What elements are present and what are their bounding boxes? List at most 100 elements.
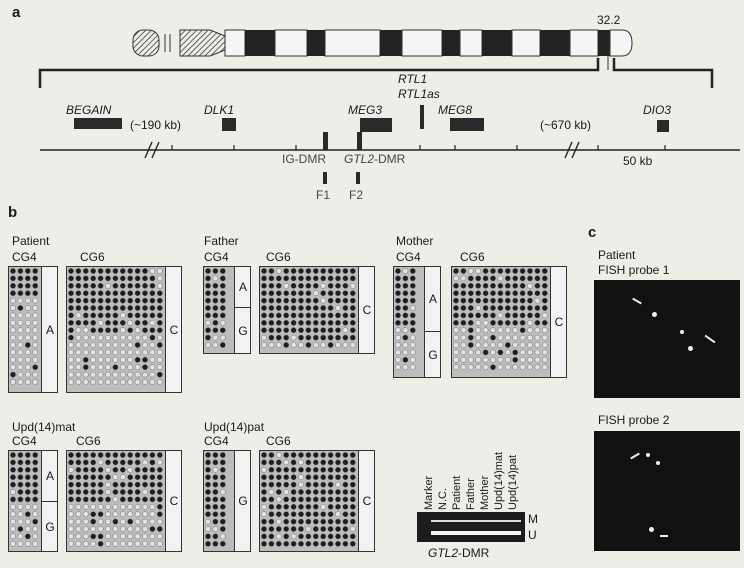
unmethylated-cpg — [105, 534, 110, 539]
methylated-cpg — [335, 328, 340, 333]
unmethylated-cpg — [213, 342, 218, 347]
unmethylated-cpg — [98, 379, 103, 384]
methylated-cpg — [150, 497, 155, 502]
methylated-cpg — [150, 298, 155, 303]
methylated-cpg — [91, 313, 96, 318]
unmethylated-cpg — [498, 313, 503, 318]
gene-box-meg8 — [450, 118, 484, 131]
methylated-cpg — [395, 283, 400, 288]
unmethylated-cpg — [68, 526, 73, 531]
methylated-cpg — [98, 489, 103, 494]
methylated-cpg — [68, 482, 73, 487]
unmethylated-cpg — [98, 357, 103, 362]
methylated-cpg — [468, 328, 473, 333]
fish-signal — [646, 453, 650, 457]
methylated-cpg — [321, 541, 326, 546]
methylated-cpg — [205, 298, 210, 303]
methylated-cpg — [18, 268, 23, 273]
methylated-cpg — [33, 276, 38, 281]
unmethylated-cpg — [91, 541, 96, 546]
methylated-cpg — [403, 305, 408, 310]
unmethylated-cpg — [98, 342, 103, 347]
unmethylated-cpg — [142, 534, 147, 539]
unmethylated-cpg — [403, 328, 408, 333]
methylated-cpg — [313, 504, 318, 509]
unmethylated-cpg — [135, 350, 140, 355]
methylated-cpg — [520, 276, 525, 281]
gtl2-dmr-marker — [357, 132, 362, 150]
methylated-cpg — [313, 475, 318, 480]
gene-box-begain — [74, 118, 122, 129]
unmethylated-cpg — [483, 357, 488, 362]
methylated-cpg — [91, 276, 96, 281]
methylated-cpg — [343, 526, 348, 531]
methylated-cpg — [25, 283, 30, 288]
methylated-cpg — [343, 489, 348, 494]
methylated-cpg — [461, 305, 466, 310]
methylated-cpg — [306, 482, 311, 487]
methylated-cpg — [68, 497, 73, 502]
methylated-cpg — [403, 276, 408, 281]
unmethylated-cpg — [490, 328, 495, 333]
methylated-cpg — [410, 320, 415, 325]
methylated-cpg — [150, 482, 155, 487]
unmethylated-cpg — [98, 335, 103, 340]
methylated-cpg — [284, 268, 289, 273]
methylated-cpg — [321, 320, 326, 325]
methylated-cpg — [68, 320, 73, 325]
unmethylated-cpg — [150, 534, 155, 539]
methylated-cpg — [261, 489, 266, 494]
methylated-cpg — [261, 283, 266, 288]
methylated-cpg — [483, 276, 488, 281]
methylated-cpg — [128, 497, 133, 502]
methylated-cpg — [91, 534, 96, 539]
methylated-cpg — [498, 283, 503, 288]
methylated-cpg — [284, 467, 289, 472]
methylated-cpg — [321, 534, 326, 539]
methylated-cpg — [25, 512, 30, 517]
unmethylated-cpg — [461, 357, 466, 362]
unmethylated-cpg — [343, 342, 348, 347]
methylated-cpg — [513, 305, 518, 310]
methylated-cpg — [33, 475, 38, 480]
unmethylated-cpg — [276, 534, 281, 539]
unmethylated-cpg — [453, 328, 458, 333]
unmethylated-cpg — [113, 475, 118, 480]
methylated-cpg — [10, 497, 15, 502]
methylated-cpg — [10, 467, 15, 472]
methylated-cpg — [328, 283, 333, 288]
unmethylated-cpg — [157, 460, 162, 465]
methylated-cpg — [261, 328, 266, 333]
methylated-cpg — [213, 475, 218, 480]
unmethylated-cpg — [25, 379, 30, 384]
methylated-cpg — [306, 467, 311, 472]
methylated-cpg — [120, 452, 125, 457]
methylated-cpg — [490, 305, 495, 310]
methylated-cpg — [105, 313, 110, 318]
unmethylated-cpg — [113, 342, 118, 347]
unmethylated-cpg — [150, 365, 155, 370]
methylated-cpg — [395, 268, 400, 273]
methylated-cpg — [83, 283, 88, 288]
methylation-dots — [394, 267, 423, 377]
methylation-grid-upd14pat-cg6: C — [259, 450, 375, 552]
methylated-cpg — [220, 305, 225, 310]
methylated-cpg — [25, 291, 30, 296]
methylation-grid-upd14mat-cg4: A G — [8, 450, 58, 552]
methylated-cpg — [313, 512, 318, 517]
allele-label: C — [550, 267, 567, 377]
cg4-label-mother: CG4 — [396, 250, 421, 264]
methylated-cpg — [328, 298, 333, 303]
unmethylated-cpg — [335, 342, 340, 347]
methylated-cpg — [91, 519, 96, 524]
unmethylated-cpg — [220, 320, 225, 325]
methylated-cpg — [205, 534, 210, 539]
methylated-cpg — [306, 335, 311, 340]
methylated-cpg — [98, 475, 103, 480]
methylated-cpg — [505, 305, 510, 310]
methylated-cpg — [306, 305, 311, 310]
methylated-cpg — [542, 320, 547, 325]
methylated-cpg — [498, 268, 503, 273]
methylated-cpg — [306, 497, 311, 502]
unmethylated-cpg — [142, 372, 147, 377]
